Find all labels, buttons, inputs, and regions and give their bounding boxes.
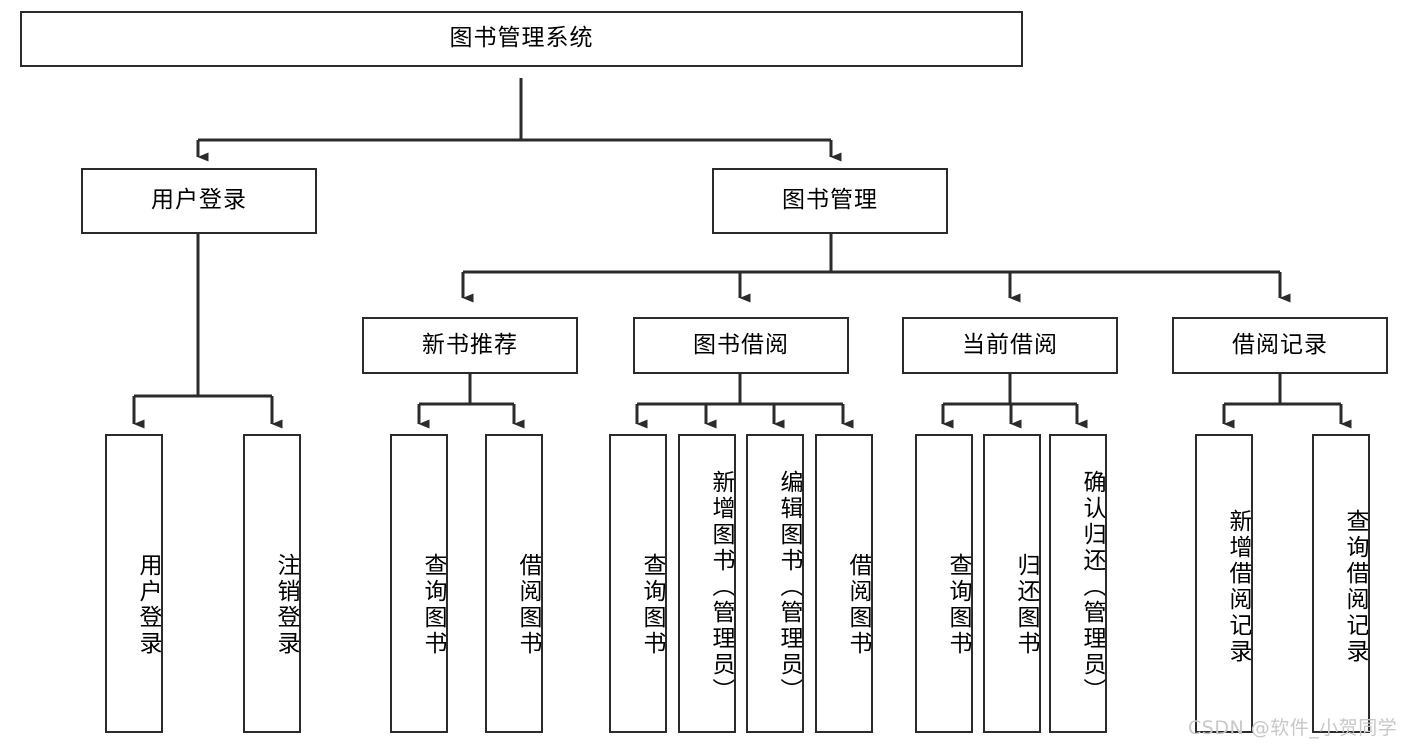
leaf-query-borrow-record[interactable]: 查询借阅记录 bbox=[1312, 434, 1370, 733]
leaf-add-book-admin[interactable]: 新增图书（管理员） bbox=[678, 434, 736, 733]
leaf-borrow-book-recommend[interactable]: 借阅图书 bbox=[485, 434, 543, 733]
node-user-login[interactable]: 用户登录 bbox=[81, 168, 317, 234]
leaf-query-book-recommend[interactable]: 查询图书 bbox=[390, 434, 448, 733]
node-root-system[interactable]: 图书管理系统 bbox=[20, 11, 1023, 67]
watermark-csdn: CSDN @软件_小贺同学 bbox=[1188, 717, 1398, 739]
leaf-user-login[interactable]: 用户登录 bbox=[105, 434, 163, 733]
leaf-logout[interactable]: 注销登录 bbox=[243, 434, 301, 733]
node-new-book-recommend[interactable]: 新书推荐 bbox=[362, 317, 578, 374]
leaf-confirm-return-admin[interactable]: 确认归还（管理员） bbox=[1049, 434, 1107, 733]
leaf-borrow-book-borrow[interactable]: 借阅图书 bbox=[815, 434, 873, 733]
node-borrow-record[interactable]: 借阅记录 bbox=[1172, 317, 1388, 374]
leaf-edit-book-admin[interactable]: 编辑图书（管理员） bbox=[746, 434, 804, 733]
leaf-query-book-borrow[interactable]: 查询图书 bbox=[609, 434, 667, 733]
leaf-return-book[interactable]: 归还图书 bbox=[983, 434, 1041, 733]
node-book-borrow[interactable]: 图书借阅 bbox=[633, 317, 849, 374]
node-current-borrow[interactable]: 当前借阅 bbox=[902, 317, 1118, 374]
node-book-manage[interactable]: 图书管理 bbox=[712, 168, 948, 234]
leaf-add-borrow-record[interactable]: 新增借阅记录 bbox=[1195, 434, 1253, 733]
leaf-query-book-current[interactable]: 查询图书 bbox=[915, 434, 973, 733]
